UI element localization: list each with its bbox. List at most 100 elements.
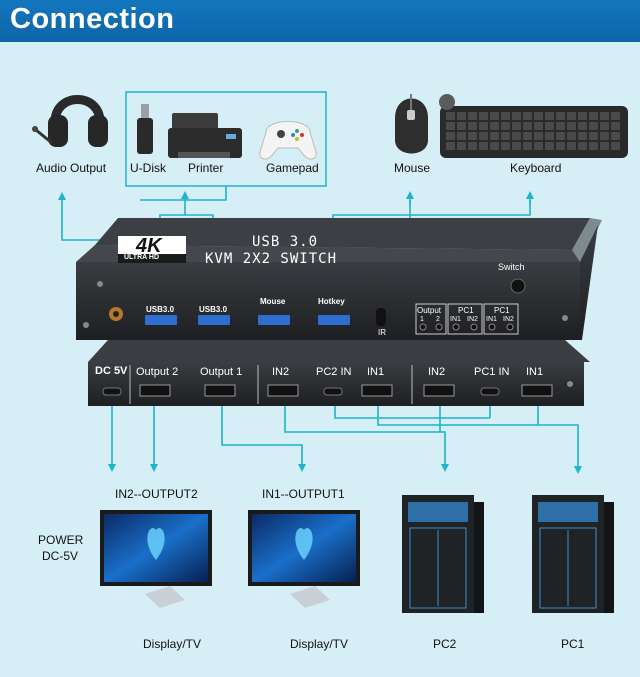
keyboard-key: [611, 132, 620, 140]
mouse-port-label: Mouse: [260, 297, 286, 306]
output-2-port-label: Output 2: [136, 366, 179, 378]
pc-tower-icon-right: [532, 495, 614, 613]
kvm-device-top: [76, 218, 602, 340]
pc1-box-b-label: PC1: [494, 306, 510, 315]
keyboard-key: [446, 132, 455, 140]
keyboard-key: [446, 122, 455, 130]
keyboard-key: [523, 142, 532, 150]
keyboard-key: [457, 142, 466, 150]
keyboard-key: [523, 132, 532, 140]
keyboard-key: [501, 132, 510, 140]
hotkey-port-label: Hotkey: [318, 297, 345, 306]
keyboard-key: [457, 132, 466, 140]
keyboard-key: [512, 122, 521, 130]
keyboard-key: [556, 122, 565, 130]
keyboard-key: [556, 142, 565, 150]
display-left-label: Display/TV: [143, 637, 202, 651]
keyboard-key: [567, 142, 576, 150]
dc-port-label: DC 5V: [95, 365, 128, 377]
keyboard-key: [512, 112, 521, 120]
keyboard-icon: [439, 94, 628, 158]
pc1-label: PC1: [561, 637, 585, 651]
keyboard-key: [578, 112, 587, 120]
keyboard-key: [600, 112, 609, 120]
pc2-in-port-label: PC2 IN: [316, 366, 352, 378]
display-icon-left: [100, 510, 212, 608]
device-line-2: KVM 2X2 SWITCH: [205, 251, 338, 267]
keyboard-key: [490, 122, 499, 130]
keyboard-label: Keyboard: [510, 161, 562, 175]
keyboard-key: [479, 142, 488, 150]
keyboard-key: [490, 112, 499, 120]
badge-ultra-hd: ULTRA HD: [124, 254, 159, 261]
printer-label: Printer: [188, 161, 224, 175]
keyboard-key: [578, 142, 587, 150]
keyboard-key: [556, 112, 565, 120]
keyboard-key: [446, 142, 455, 150]
output-1-label: 1: [420, 316, 424, 323]
keyboard-key: [600, 122, 609, 130]
udisk-label: U-Disk: [130, 161, 166, 175]
ir-label: IR: [378, 328, 386, 337]
keyboard-key: [479, 112, 488, 120]
keyboard-key: [578, 132, 587, 140]
usb-stick-icon: [137, 104, 153, 154]
keyboard-key: [534, 122, 543, 130]
mapping-in1-output1: IN1--OUTPUT1: [262, 487, 345, 501]
mouse-icon: [395, 94, 428, 154]
in1-port-a-label: IN1: [367, 366, 385, 378]
gamepad-icon: [259, 121, 317, 160]
usb-port-2-label: USB3.0: [199, 305, 228, 314]
keyboard-key: [501, 112, 510, 120]
usb-port-1-label: USB3.0: [146, 305, 175, 314]
keyboard-key: [534, 142, 543, 150]
keyboard-key: [545, 112, 554, 120]
header-bar: Connection: [0, 0, 640, 42]
keyboard-key: [578, 122, 587, 130]
keyboard-key: [589, 132, 598, 140]
badge-4k: 4K: [136, 235, 162, 257]
in2-port-a-label: IN2: [272, 366, 290, 378]
page-title: Connection: [10, 3, 175, 35]
pc1-box-b-in1: IN1: [486, 316, 497, 323]
mapping-in2-output2: IN2--OUTPUT2: [115, 487, 198, 501]
pc1-box-a-in1: IN1: [450, 316, 461, 323]
display-icon-right: [248, 510, 360, 608]
output-2-label: 2: [436, 316, 440, 323]
keyboard-key: [468, 122, 477, 130]
pc1-box-b-in2: IN2: [503, 316, 514, 323]
mouse-label: Mouse: [394, 161, 431, 175]
keyboard-key: [468, 132, 477, 140]
keyboard-key: [600, 132, 609, 140]
keyboard-key: [468, 142, 477, 150]
keyboard-key: [589, 112, 598, 120]
kvm-device-bottom: [88, 340, 590, 406]
headset-icon: [32, 95, 108, 147]
gamepad-label: Gamepad: [266, 161, 319, 175]
keyboard-key: [567, 132, 576, 140]
keyboard-key: [567, 112, 576, 120]
keyboard-key: [457, 122, 466, 130]
power-spec-label: DC-5V: [42, 549, 79, 563]
keyboard-key: [479, 132, 488, 140]
keyboard-key: [512, 142, 521, 150]
audio-output-label: Audio Output: [36, 161, 107, 175]
keyboard-key: [457, 112, 466, 120]
keyboard-key: [479, 122, 488, 130]
keyboard-key: [600, 142, 609, 150]
keyboard-key: [611, 142, 620, 150]
bottom-connection-lines: [108, 400, 582, 474]
keyboard-key: [545, 122, 554, 130]
keyboard-key: [468, 112, 477, 120]
keyboard-key: [534, 132, 543, 140]
keyboard-key: [490, 142, 499, 150]
switch-label: Switch: [498, 262, 525, 272]
pc1-box-a-in2: IN2: [467, 316, 478, 323]
keyboard-key: [556, 132, 565, 140]
keyboard-key: [523, 122, 532, 130]
keyboard-key: [446, 112, 455, 120]
pc-tower-icon-left: [402, 495, 484, 613]
device-line-1: USB 3.0: [252, 234, 319, 250]
keyboard-key: [545, 132, 554, 140]
